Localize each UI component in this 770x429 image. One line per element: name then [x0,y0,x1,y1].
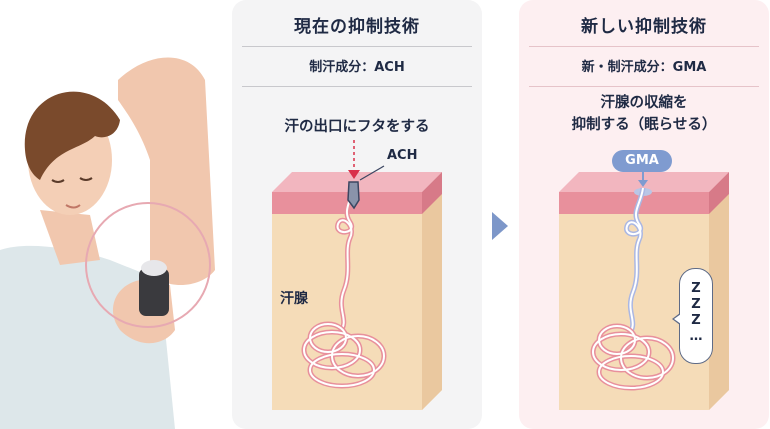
new-technology-panel: 新しい抑制技術 新・制汗成分：GMA 汗腺の収縮を 抑制する（眠らせる） [519,0,769,429]
divider [529,86,759,87]
divider [242,86,472,87]
new-description-line-1: 汗腺の収縮を [600,95,688,111]
sleep-speech-bubble: Z Z Z … [672,268,713,364]
sleeping-sweat-gland-diagram [559,172,729,410]
person-applying-deodorant-illustration [0,57,215,429]
sweat-gland-label: 汗腺 [280,291,308,307]
right-arrow-icon [492,212,508,240]
new-description: 汗腺の収縮を 抑制する（眠らせる） [519,92,769,136]
current-description: 汗の出口にフタをする [284,119,430,135]
down-arrow-icon [638,180,648,187]
new-ingredient-label: 新・制汗成分：GMA [581,60,707,75]
gma-badge: GMA [612,150,672,172]
divider [529,46,759,47]
new-description-line-2: 抑制する（眠らせる） [571,117,717,133]
new-panel-title: 新しい抑制技術 [581,17,707,37]
roll-on-bottle-icon [139,268,169,316]
ach-plug-icon [347,181,360,210]
current-technology-panel: 現在の抑制技術 制汗成分：ACH 汗の出口にフタをする [232,0,482,429]
down-arrow-icon [348,170,360,179]
sleep-zzz-text: Z Z Z … [689,281,703,344]
sweat-gland-cross-section-diagram [272,140,442,410]
current-panel-title: 現在の抑制技術 [294,17,420,37]
ach-callout-label: ACH [387,148,418,163]
current-ingredient-label: 制汗成分：ACH [309,60,405,75]
divider [242,46,472,47]
